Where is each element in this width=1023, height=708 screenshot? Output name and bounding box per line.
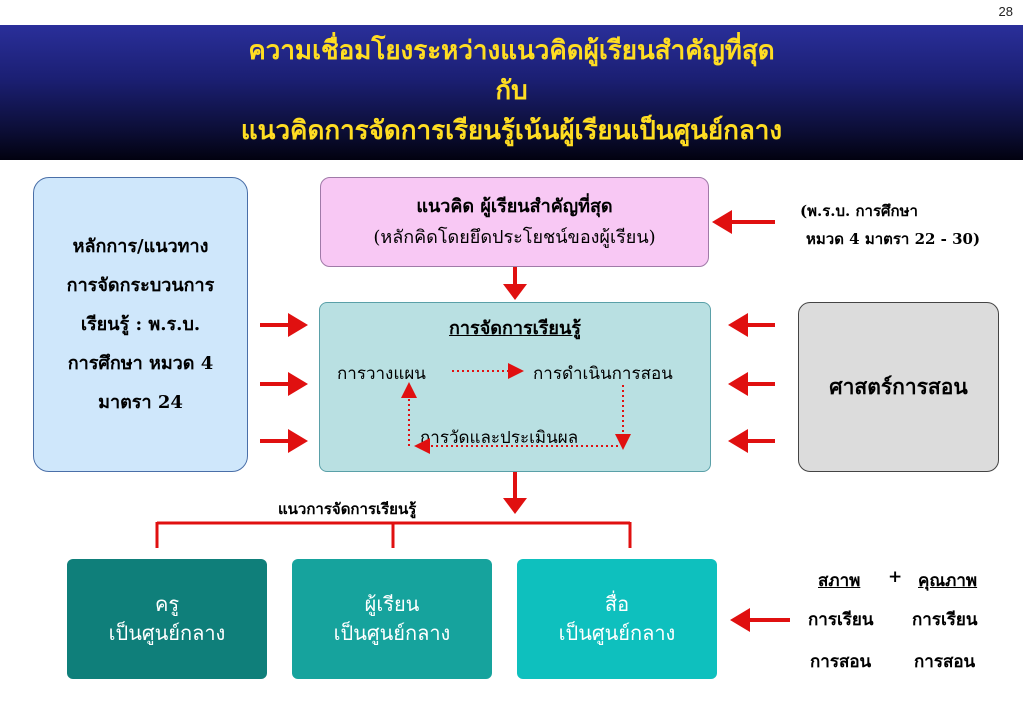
arrow-left-3 [260, 429, 308, 453]
principles-line-1: หลักการ/แนวทาง [72, 236, 209, 257]
branch-label: แนวการจัดการเรียนรู้ [278, 500, 417, 518]
plus-sign: + [888, 567, 903, 587]
media-centered-box: สื่อ เป็นศูนย์กลาง [517, 559, 717, 679]
title-line-1: ความเชื่อมโยงระหว่างแนวคิดผู้เรียนสำคัญท… [248, 36, 775, 66]
principles-line-2: การจัดกระบวนการ [66, 275, 215, 296]
title-line-3: แนวคิดการจัดการเรียนรู้เน้นผู้เรียนเป็นศ… [240, 116, 783, 146]
principles-line-3: เรียนรู้ : พ.ร.บ. [80, 314, 201, 335]
teaching-label: การดำเนินการสอน [533, 364, 673, 384]
condition-heading: สภาพ [818, 571, 861, 591]
planning-label: การวางแผน [337, 364, 426, 384]
arrow-concept-to-learning [503, 267, 527, 300]
concept-subtitle: (หลักคิดโดยยึดประโยชน์ของผู้เรียน) [373, 227, 656, 248]
act-reference-line-1: (พ.ร.บ. การศึกษา [800, 202, 918, 220]
pedagogy-box: ศาสตร์การสอน [798, 302, 999, 472]
media-centered-line-1: สื่อ [604, 592, 630, 616]
act-reference-line-2: หมวด 4 มาตรา 22 - 30) [806, 230, 981, 248]
title-line-2: กับ [495, 76, 528, 106]
condition-teaching: การสอน [810, 652, 872, 672]
learner-centered-box: ผู้เรียน เป็นศูนย์กลาง [292, 559, 492, 679]
learner-centered-line-1: ผู้เรียน [364, 592, 420, 616]
concept-title: แนวคิด ผู้เรียนสำคัญที่สุด [416, 196, 613, 217]
act-reference: (พ.ร.บ. การศึกษา หมวด 4 มาตรา 22 - 30) [800, 197, 980, 253]
principles-line-5: มาตรา 24 [98, 392, 183, 413]
principles-line-4: การศึกษา หมวด 4 [67, 353, 214, 374]
title-banner [0, 25, 1023, 160]
page-number: 28 [998, 4, 1013, 19]
quality-heading: คุณภาพ [918, 571, 978, 591]
learning-management-box [319, 302, 711, 472]
quality-teaching: การสอน [914, 652, 976, 672]
arrow-quality-to-media [730, 608, 790, 632]
arrow-right-1 [728, 313, 775, 337]
arrow-left-2 [260, 372, 308, 396]
pedagogy-label: ศาสตร์การสอน [829, 373, 968, 399]
branch-bracket [155, 521, 632, 548]
condition-learning: การเรียน [808, 610, 874, 630]
teacher-centered-box: ครู เป็นศูนย์กลาง [67, 559, 267, 679]
learner-centered-concept-box: แนวคิด ผู้เรียนสำคัญที่สุด (หลักคิดโดยยึ… [320, 177, 709, 267]
teacher-centered-line-2: เป็นศูนย์กลาง [108, 621, 226, 645]
learner-centered-line-2: เป็นศูนย์กลาง [333, 621, 451, 645]
arrow-left-1 [260, 313, 308, 337]
learning-cycle-arrows [401, 363, 631, 454]
arrow-right-3 [728, 429, 775, 453]
arrow-learning-to-branches [503, 472, 527, 514]
evaluation-label: การวัดและประเมินผล [420, 428, 579, 448]
arrow-right-2 [728, 372, 775, 396]
arrow-reference-to-concept [712, 210, 775, 234]
quality-learning: การเรียน [912, 610, 978, 630]
principles-box: หลักการ/แนวทาง การจัดกระบวนการ เรียนรู้ … [33, 177, 248, 472]
media-centered-line-2: เป็นศูนย์กลาง [558, 621, 676, 645]
learning-management-title: การจัดการเรียนรู้ [449, 318, 581, 339]
teacher-centered-line-1: ครู [154, 592, 180, 616]
